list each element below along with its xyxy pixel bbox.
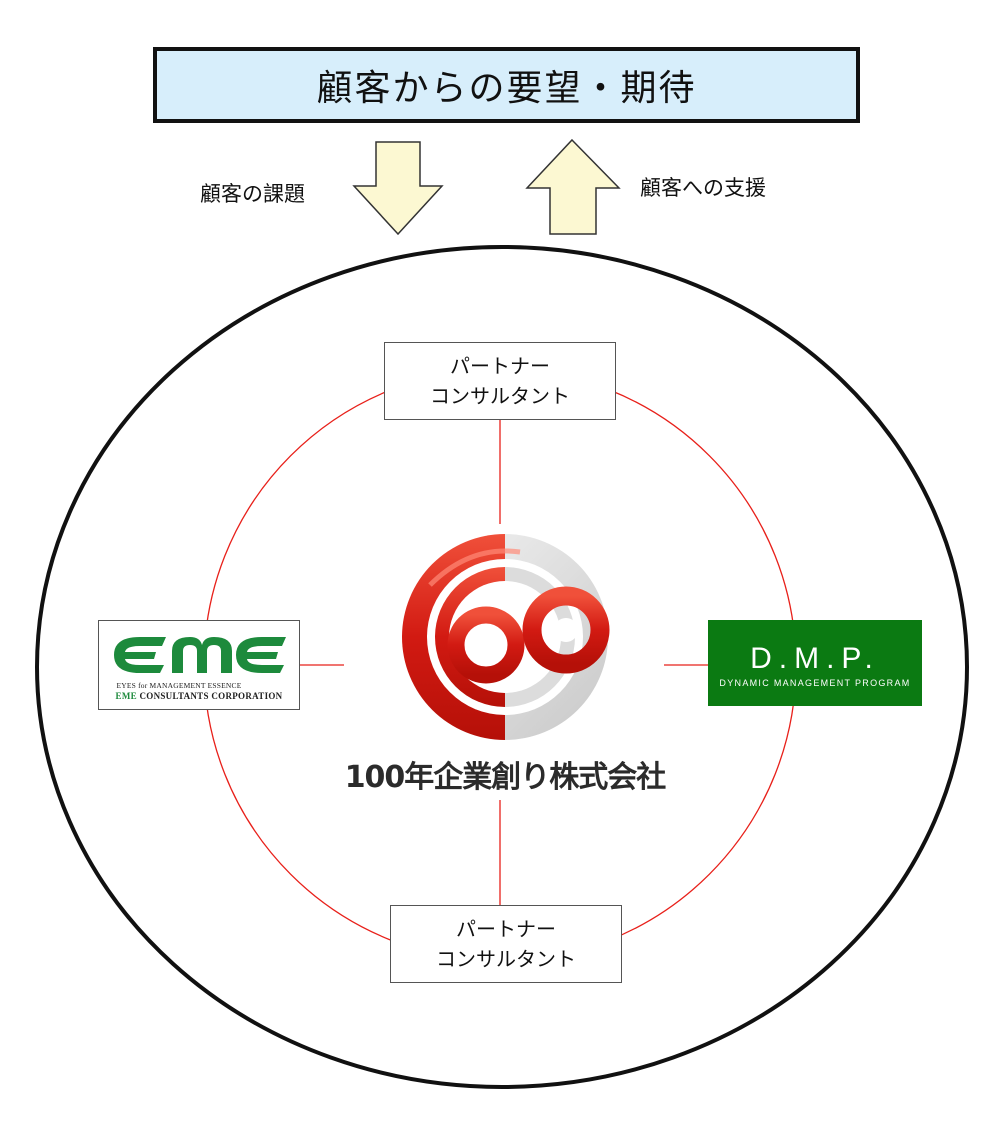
- company-name: 100年企業創り株式会社: [344, 760, 667, 795]
- eme-logo-icon: [114, 637, 286, 673]
- eme-company-name: EME CONSULTANTS CORPORATION: [116, 691, 283, 701]
- company-logo-icon: [402, 534, 610, 740]
- eme-company-prefix: EME: [115, 691, 137, 701]
- eme-tagline: EYES for MANAGEMENT ESSENCE: [116, 681, 242, 690]
- partner-consultant-top: パートナー コンサルタント: [384, 342, 616, 420]
- partner-consultant-top-line1: パートナー: [450, 354, 550, 378]
- dmp-box: D.M.P. DYNAMIC MANAGEMENT PROGRAM: [708, 620, 922, 706]
- dmp-title: D.M.P.: [750, 642, 880, 675]
- partner-consultant-bottom: パートナー コンサルタント: [390, 905, 622, 983]
- down-arrow-icon: [352, 141, 444, 236]
- customer-expectations-title: 顧客からの要望・期待: [316, 68, 697, 109]
- up-arrow-icon: [525, 138, 621, 235]
- eme-company-rest: CONSULTANTS CORPORATION: [136, 691, 283, 701]
- customer-issues-label: 顧客の課題: [200, 182, 305, 206]
- customer-expectations-box: 顧客からの要望・期待: [153, 47, 860, 123]
- partner-consultant-top-line2: コンサルタント: [430, 384, 570, 408]
- partner-consultant-bottom-line1: パートナー: [456, 917, 556, 941]
- eme-consultants-box: EYES for MANAGEMENT ESSENCE EME CONSULTA…: [98, 620, 300, 710]
- outer-circle: [35, 245, 969, 1089]
- dmp-subtitle: DYNAMIC MANAGEMENT PROGRAM: [719, 678, 911, 688]
- partner-consultant-bottom-line2: コンサルタント: [436, 947, 576, 971]
- customer-support-label: 顧客への支援: [640, 176, 766, 200]
